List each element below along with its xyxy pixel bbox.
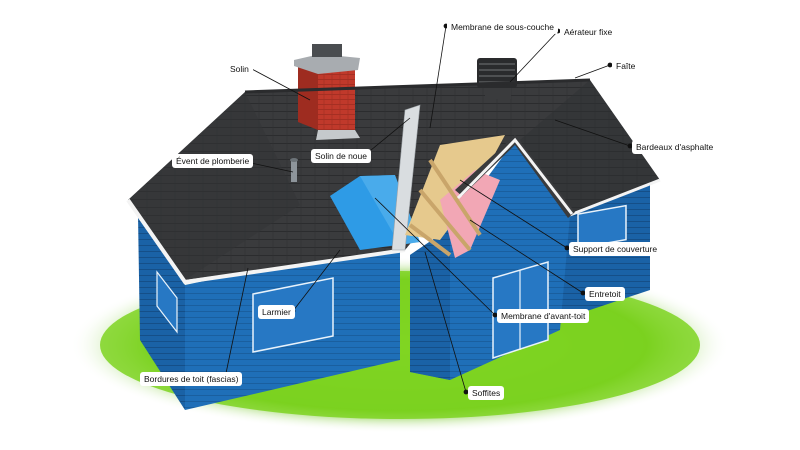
label-event-plomberie: Évent de plomberie — [172, 154, 254, 168]
label-entretoit: Entretoit — [585, 287, 625, 301]
chimney-side — [298, 65, 318, 130]
label-membrane-sous-couche: Membrane de sous-couche — [447, 20, 559, 34]
ridge-line — [244, 78, 591, 94]
valley-flashing — [391, 104, 421, 251]
insulation — [440, 170, 500, 258]
static-vent — [477, 58, 517, 88]
label-solin: Solin — [226, 62, 253, 76]
plumbing-vent — [291, 160, 297, 182]
side-window — [156, 270, 178, 334]
label-soffites: Soffites — [468, 386, 505, 400]
label-bordures: Bordures de toit (fascias) — [140, 372, 243, 386]
label-larmier: Larmier — [258, 305, 295, 319]
chimney-cap — [294, 54, 360, 74]
label-bardeaux: Bardeaux d'asphalte — [632, 140, 718, 154]
label-faite: Faîte — [612, 59, 640, 73]
chimney-flashing — [316, 130, 360, 140]
label-aerateur-fixe: Aérateur fixe — [560, 25, 617, 39]
label-membrane-avant-toit: Membrane d'avant-toit — [497, 309, 590, 323]
label-support-couverture: Support de couverture — [569, 242, 662, 256]
chimney-front — [318, 68, 355, 130]
static-vent-base — [485, 85, 511, 99]
label-solin-noue: Solin de noue — [311, 149, 371, 163]
